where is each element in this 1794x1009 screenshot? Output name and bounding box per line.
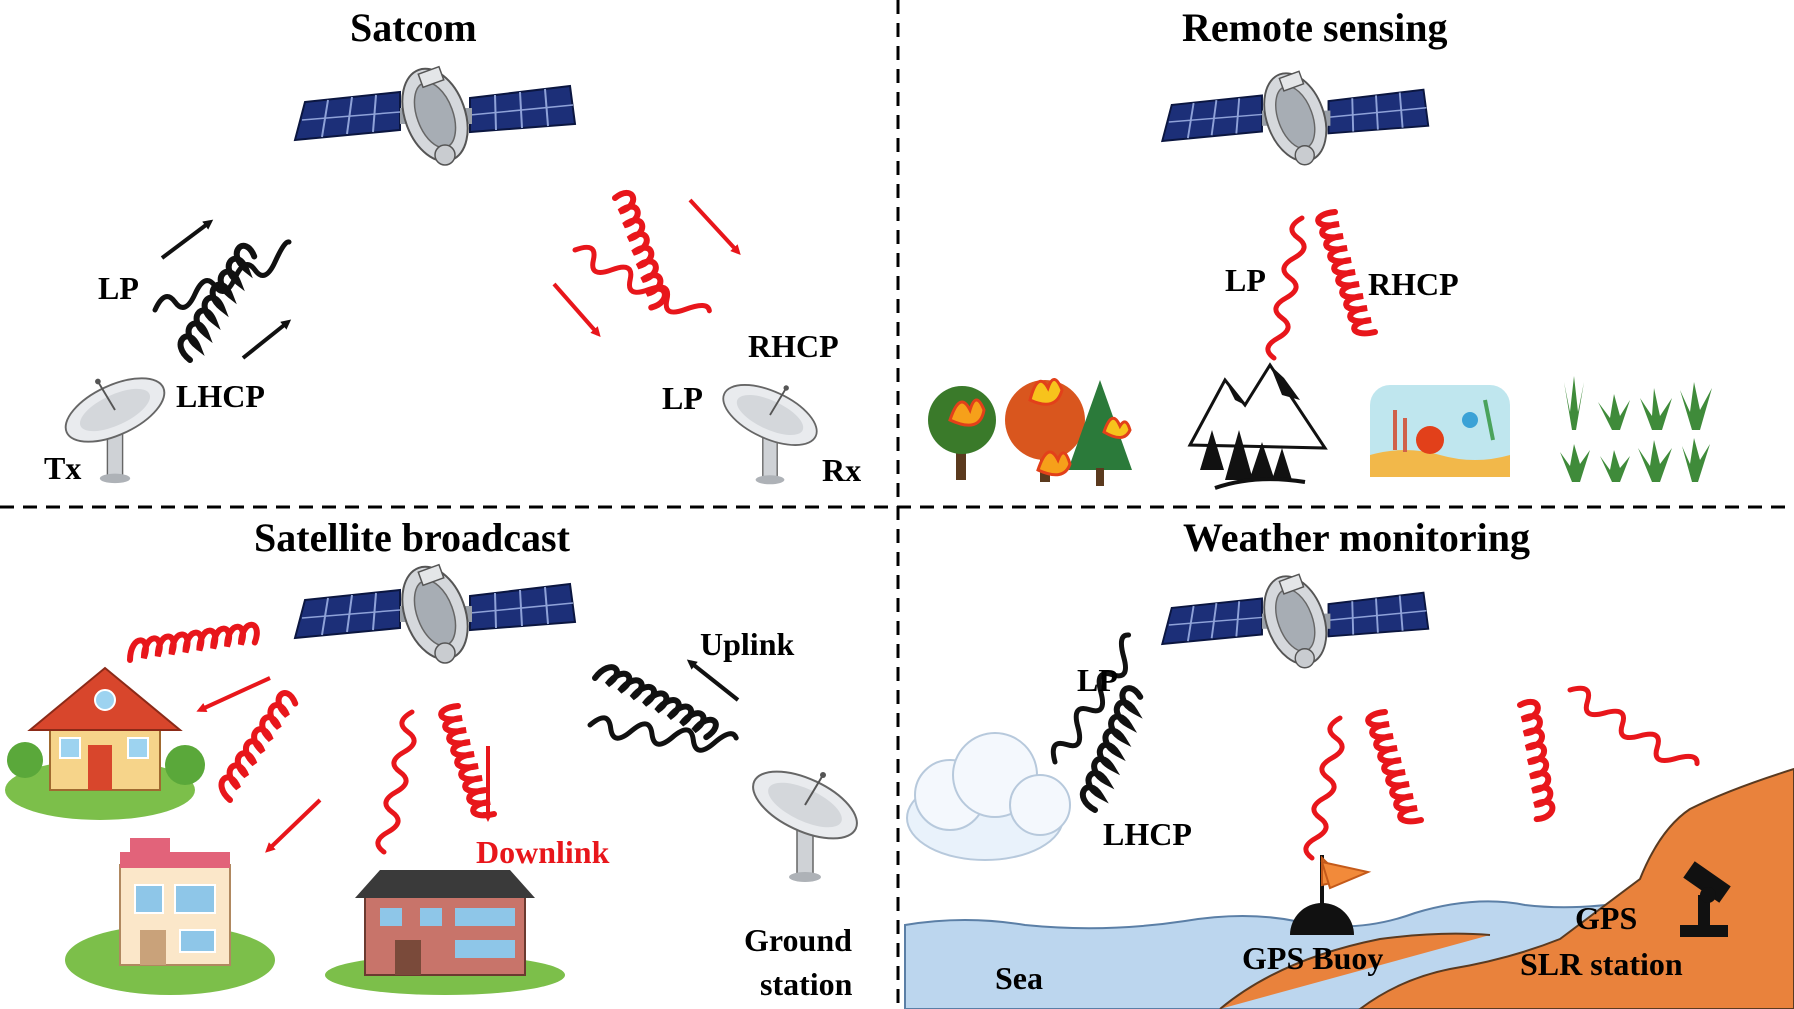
satcom-rx-label: Rx	[822, 452, 862, 488]
land-region	[1358, 767, 1794, 1009]
satcom-satellite	[294, 58, 576, 172]
weather-satellite	[1161, 566, 1430, 674]
satcom-arrow-lp	[160, 219, 214, 260]
satcom-lhcp-label: LHCP	[176, 378, 265, 414]
gps-buoy-label: GPS Buoy	[1242, 940, 1384, 976]
remote-rhcp-label: RHCP	[1368, 266, 1459, 302]
satcom-arrow-lhcp	[241, 319, 292, 360]
broadcast-arrow-uplink	[686, 659, 740, 702]
broadcast-wave-down-cp	[438, 703, 497, 819]
broadcast-arrow-left	[196, 676, 271, 713]
satcom-lp-tx-label: LP	[98, 270, 139, 306]
remote-sensing-title: Remote sensing	[1182, 5, 1448, 50]
satcom-lp-rx-label: LP	[662, 380, 703, 416]
slr-station-label: SLR station	[1520, 946, 1683, 982]
weather-title: Weather monitoring	[1183, 515, 1531, 560]
weather-lhcp-label: LHCP	[1103, 816, 1192, 852]
satcom-arrow-lp-rx	[552, 282, 601, 338]
satcom-tx-label: Tx	[44, 450, 82, 486]
broadcast-wave-middle	[218, 690, 299, 803]
ground-station-label-line2: station	[760, 966, 853, 1002]
gps-label: GPS	[1575, 900, 1638, 936]
underwater-illustration	[1370, 385, 1510, 477]
uplink-label: Uplink	[700, 626, 795, 662]
remote-lp-label: LP	[1225, 262, 1266, 298]
downlink-label: Downlink	[476, 834, 610, 870]
gps-buoy-illustration	[1290, 855, 1372, 935]
house-brick-illustration	[325, 870, 565, 995]
weather-slr-cp-wave	[1517, 698, 1556, 823]
weather-buoy-cp-wave	[1365, 709, 1424, 825]
broadcast-uplink-lp-wave	[587, 715, 739, 753]
slr-station-illustration	[1680, 861, 1731, 937]
satcom-title: Satcom	[350, 5, 477, 50]
satcom-rhcp-label: RHCP	[748, 328, 839, 364]
broadcast-arrow-middle	[265, 798, 322, 853]
broadcast-uplink-cp-wave	[592, 664, 719, 741]
satcom-arrow-rhcp	[688, 198, 741, 255]
broadcast-title: Satellite broadcast	[254, 515, 570, 560]
sea-label: Sea	[995, 960, 1043, 996]
weather-lhcp-wave	[1079, 685, 1144, 813]
satcom-rx-dish	[713, 371, 827, 486]
remote-lp-wave	[1265, 215, 1307, 361]
broadcast-satellite	[294, 556, 576, 670]
satcom-lp-rx-wave	[572, 244, 712, 315]
mountains-illustration	[1187, 362, 1328, 490]
ground-station-label-line1: Ground	[744, 922, 852, 958]
broadcast-ground-dish	[742, 756, 868, 883]
cloud-illustration	[906, 732, 1071, 861]
satcom-lhcp-wave	[177, 242, 258, 363]
house-cottage-illustration	[5, 666, 205, 820]
weather-lp-wave	[1050, 632, 1132, 765]
weather-slr-lp-wave	[1567, 685, 1700, 767]
broadcast-wave-down-lp	[375, 709, 417, 855]
remote-rhcp-wave	[1315, 209, 1378, 337]
broadcast-wave-left	[127, 621, 260, 663]
forest-fire-illustration	[928, 378, 1132, 486]
remote-satellite	[1161, 63, 1430, 171]
plants-illustration	[1560, 376, 1712, 482]
weather-buoy-lp-wave	[1303, 715, 1345, 861]
weather-lp-label: LP	[1077, 662, 1118, 698]
house-modern-illustration	[65, 838, 275, 995]
